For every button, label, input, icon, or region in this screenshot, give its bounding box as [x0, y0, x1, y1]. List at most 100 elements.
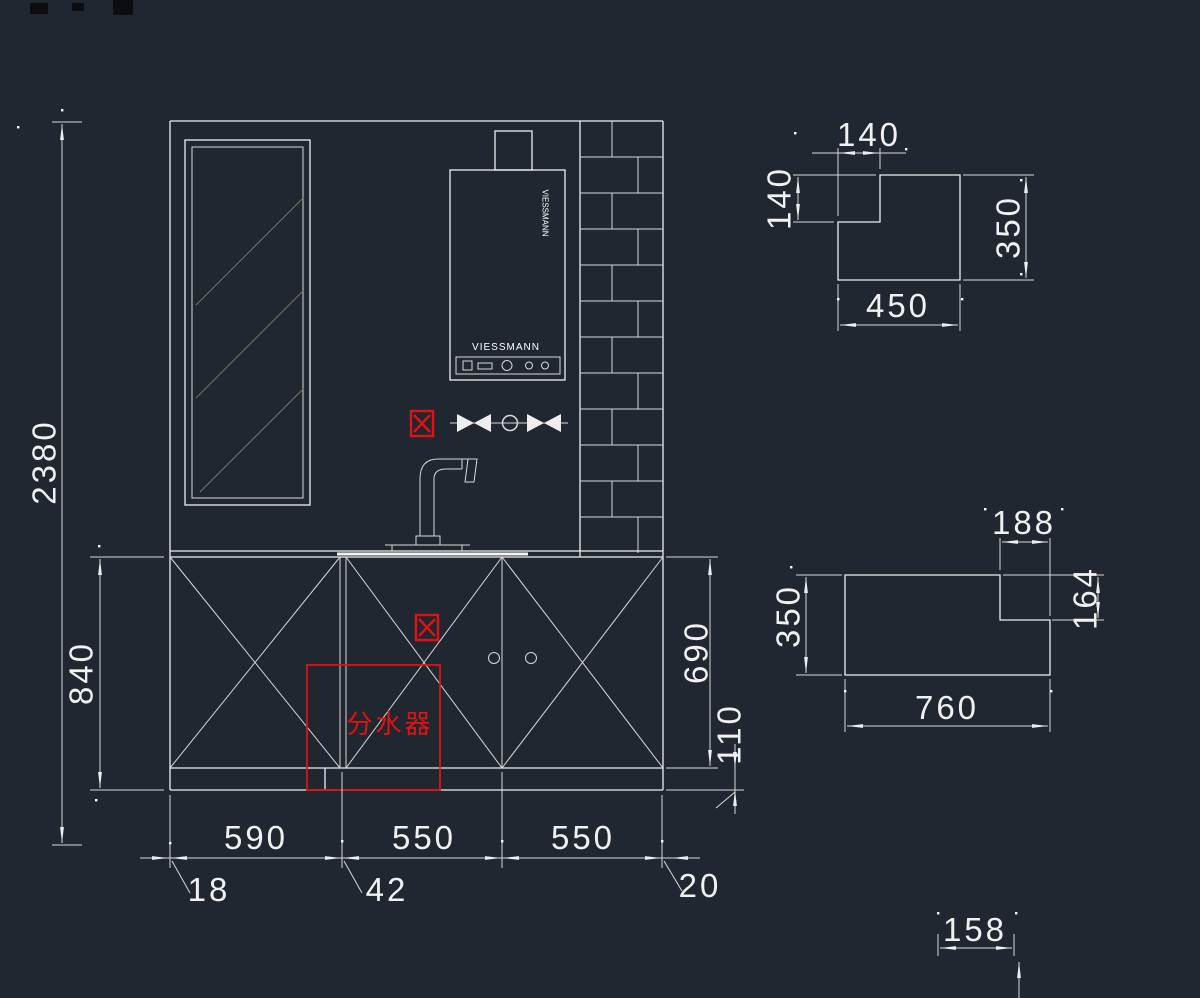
display-icon: [477, 362, 493, 370]
dimension-detail-left-350[interactable]: 350: [770, 574, 843, 676]
node-dot: [1020, 273, 1023, 276]
base-cabinet[interactable]: [169, 556, 664, 791]
faucet-nozzle: [464, 458, 478, 483]
extension-lines: [666, 556, 718, 769]
dimension-text: 690: [678, 620, 715, 684]
valve-assembly[interactable]: [450, 414, 568, 432]
dimension-cabinet-height[interactable]: 840: [63, 556, 165, 791]
offset-text-42: 42: [366, 871, 409, 908]
dimension-text: 110: [711, 703, 748, 765]
dimension-detail-right-164[interactable]: 164: [1003, 566, 1104, 630]
node-dot: [17, 126, 20, 129]
dimension-text: 350: [990, 195, 1027, 259]
symbol-marker-upper[interactable]: [409, 409, 435, 438]
node-dot: [501, 840, 504, 843]
node-dot: [937, 912, 940, 915]
door-handles[interactable]: [488, 652, 537, 664]
dimension-detail-top-140[interactable]: 140: [812, 116, 906, 216]
toolbar-icon-fragment[interactable]: [113, 0, 133, 15]
tile-column[interactable]: [579, 121, 663, 557]
dimension-text: 164: [1067, 566, 1104, 630]
node-dot: [837, 298, 840, 301]
dimension-detail-bottom-760[interactable]: 760: [844, 679, 1051, 732]
mirror-cabinet[interactable]: [184, 139, 311, 506]
manifold-highlight[interactable]: 分水器: [306, 664, 441, 791]
dimension-text: 140: [761, 166, 798, 230]
wall-lines: [169, 120, 664, 790]
door-handle-icon: [525, 652, 537, 664]
valve-circle-icon: [501, 414, 519, 432]
extension-lines: [169, 772, 663, 868]
dimension-detail-left-140[interactable]: 140: [761, 166, 877, 230]
extension-lines: [1003, 574, 1104, 621]
heater-flue: [494, 130, 533, 171]
leader-slashes: [171, 860, 683, 894]
node-dot: [661, 840, 664, 843]
dimension-widths-bottom[interactable]: 590 550 550 18 42 20: [140, 772, 721, 908]
dimension-detail-right-350[interactable]: 350: [963, 174, 1034, 281]
offset-text-18: 18: [188, 871, 231, 908]
detail-outline: [844, 574, 1051, 676]
mirror-outer-frame: [184, 139, 311, 506]
node-dot: [984, 508, 987, 511]
detail-mid-right[interactable]: 188 164 350 760: [770, 504, 1105, 732]
dimension-text: 188: [992, 504, 1056, 541]
valve-bowtie-icon: [457, 414, 491, 432]
knob-icon: [541, 361, 549, 370]
tile-courses: [580, 156, 663, 518]
node-dot: [98, 545, 101, 548]
door-cross-left: [345, 556, 503, 769]
tile-joints: [611, 121, 639, 553]
faucet-flange: [415, 535, 441, 546]
wall-outline[interactable]: [169, 120, 664, 790]
symbol-marker-lower[interactable]: [414, 613, 440, 642]
heater-side-text: VIESSMANN: [541, 189, 550, 236]
toolbar-icon-fragment[interactable]: [72, 3, 84, 11]
dimension-detail-bottom-450[interactable]: 450: [837, 284, 961, 331]
cabinet-outline: [170, 556, 663, 791]
panel-cross-left: [169, 556, 341, 769]
dimension-text: 158: [943, 911, 1007, 948]
dimension-overall-height[interactable]: 2380: [26, 121, 83, 846]
countertop[interactable]: [170, 544, 663, 556]
dimension-text: 140: [837, 116, 901, 153]
node-dot: [341, 840, 344, 843]
marker-x-icon: [418, 618, 436, 637]
door-cross-right: [501, 556, 664, 769]
node-dot: [961, 298, 964, 301]
manifold-label: 分水器: [346, 710, 433, 740]
extension-ticks: [52, 121, 82, 846]
cabinet-dividers: [339, 557, 503, 768]
dimension-text-550a: 550: [392, 819, 456, 856]
toolbar-fragments[interactable]: [30, 0, 133, 15]
dimension-text: 840: [63, 641, 100, 705]
node-dot: [1015, 912, 1018, 915]
detail-outline: [837, 174, 961, 281]
node-dot: [905, 148, 908, 151]
node-dot: [95, 799, 98, 802]
faucet-neck: [419, 458, 468, 480]
dimension-158[interactable]: 158: [937, 911, 1021, 998]
extension-lines: [837, 284, 961, 331]
power-button-icon: [462, 360, 473, 371]
dimension-counter-height[interactable]: 690: [666, 556, 718, 769]
extension-lines: [796, 574, 842, 676]
dimension-text-550b: 550: [551, 819, 615, 856]
heater-control-panel: [455, 356, 561, 375]
detail-top-right[interactable]: 140 140 350 450: [761, 116, 1035, 331]
valve-bowtie-icon: [527, 414, 561, 432]
extension-lines: [793, 174, 876, 223]
mirror-inner-frame: [191, 146, 304, 499]
dimension-detail-top-188[interactable]: 188: [992, 504, 1056, 616]
knob-icon: [525, 361, 533, 370]
extension-lines: [963, 174, 1034, 281]
toolbar-icon-fragment[interactable]: [30, 3, 48, 14]
leader-slash: [715, 791, 736, 809]
node-dot: [1020, 179, 1023, 182]
dial-icon: [501, 360, 513, 371]
water-heater[interactable]: VIESSMANN VIESSMANN: [449, 130, 566, 381]
faucet[interactable]: [408, 458, 478, 546]
dimension-toe-kick[interactable]: 110: [666, 703, 748, 814]
